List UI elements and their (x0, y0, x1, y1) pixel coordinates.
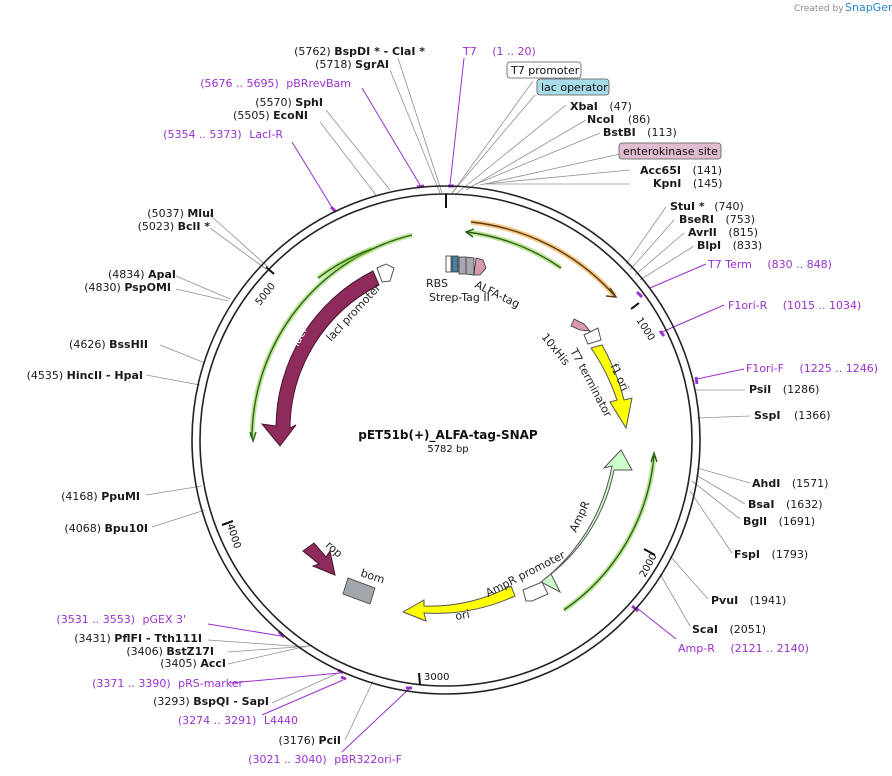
site-scai: ScaI (2051) (692, 623, 766, 636)
label-strep-tag: Strep-Tag II (429, 291, 490, 304)
site-stui: StuI * (740) (670, 200, 744, 213)
plasmid-size: 5782 bp (427, 444, 468, 455)
site-bgli: BglI (1691) (743, 515, 815, 528)
primer-l4440: (3274 .. 3291) L4440 (178, 714, 298, 727)
site-bspdi-clai: (5762) BspDI * - ClaI * (294, 45, 425, 58)
feature-rop (302, 542, 336, 576)
site-blpi: BlpI (833) (697, 239, 762, 252)
primer-laci-r: (5354 .. 5373) LacI-R (163, 128, 283, 141)
site-bseri: BseRI (753) (679, 213, 755, 226)
primer-labels: T7 (1 .. 20) (5676 .. 5695) pBRrevBam (5… (56, 45, 878, 766)
site-bstbi: BstBI (113) (603, 126, 677, 139)
backbone-ticks (221, 194, 656, 686)
site-bsai: BsaI (1632) (748, 498, 823, 511)
primer-t7-term: T7 Term (830 .. 848) (707, 258, 832, 271)
t7-promoter-label: T7 promoter (510, 64, 580, 77)
site-acc65i: Acc65I (141) (640, 164, 722, 177)
feature-ampr (540, 449, 633, 594)
primer-f1ori-r: F1ori-R (1015 .. 1034) (728, 299, 861, 312)
boxed-feature-t7-promoter: T7 promoter (506, 61, 582, 79)
site-labels-left: (5762) BspDI * - ClaI * (5718) SgrAI (55… (27, 45, 426, 747)
site-bstz17i: (3406) BstZ17I (126, 645, 214, 658)
feature-alfa-tag (458, 256, 487, 276)
site-bspqi-sapi: (3293) BspQI - SapI (153, 695, 269, 708)
site-pflfi-tth111i: (3431) PflFI - Tth111I (74, 632, 202, 645)
feature-ampr-promoter (522, 581, 549, 602)
primer-t7: T7 (1 .. 20) (462, 45, 536, 58)
site-ppumi: (4168) PpuMI (61, 490, 140, 503)
feature-f1-ori (590, 344, 633, 430)
primer-pbrrevbam: (5676 .. 5695) pBRrevBam (200, 77, 351, 90)
site-avrii: AvrII (815) (688, 226, 758, 239)
site-apai: (4834) ApaI (108, 268, 176, 281)
leader-lines (145, 57, 751, 741)
site-sspi: SspI (1366) (754, 409, 831, 422)
tick-label-2000: 2000 (638, 552, 660, 580)
brand-snapgene: SnapGene (845, 1, 892, 14)
site-fspi: FspI (1793) (734, 548, 808, 561)
tick-label-3000: 3000 (424, 672, 449, 683)
boxed-feature-lac-operator: lac operator (536, 78, 610, 96)
label-rbs: RBS (426, 277, 448, 290)
tick-label-1000: 1000 (633, 316, 656, 343)
feature-t7-terminator (583, 327, 602, 345)
site-econi: (5505) EcoNI (233, 109, 308, 122)
snapgene-branding: Created by SnapGene (794, 1, 892, 14)
site-labels-right: XbaI (47) NcoI (86) BstBI (113) Acc65I (… (570, 100, 831, 636)
primer-pgex3: (3531 .. 3553) pGEX 3' (56, 613, 186, 626)
lac-operator-label: lac operator (541, 81, 608, 94)
feature-bom (342, 577, 376, 605)
feature-halos (249, 219, 658, 613)
site-hincii-hpai: (4535) HincII - HpaI (27, 369, 143, 382)
label-his-tag: 10xHis (539, 331, 573, 369)
primer-prs-marker: (3371 .. 3390) pRS-marker (92, 677, 243, 690)
brand-created-by: Created by (794, 4, 844, 14)
site-pvui: PvuI (1941) (711, 594, 786, 607)
site-pspomi: (4830) PspOMI (84, 281, 171, 294)
feature-rbs (445, 255, 452, 273)
primer-amp-r: Amp-R (2121 .. 2140) (678, 642, 809, 655)
site-acci: (3405) AccI (160, 657, 226, 670)
plasmid-name: pET51b(+)_ALFA-tag-SNAP (358, 428, 538, 443)
tick-label-4000: 4000 (224, 523, 242, 551)
site-ahdi: AhdI (1571) (752, 477, 828, 490)
site-xbai: XbaI (47) (570, 100, 632, 113)
site-bpu10i: (4068) Bpu10I (64, 522, 148, 535)
feature-strep-tag (451, 255, 459, 273)
site-ncoi: NcoI (86) (587, 113, 650, 126)
site-psii: PsiI (1286) (749, 383, 819, 396)
site-pcii: (3176) PciI (278, 734, 341, 747)
feature-laci-promoter (376, 263, 395, 283)
primer-f1ori-f: F1ori-F (1225 .. 1246) (746, 362, 878, 375)
primer-lines (207, 57, 745, 753)
boxed-feature-enterokinase: enterokinase site (618, 142, 722, 160)
tick-label-5000: 5000 (254, 281, 278, 308)
primer-pbr322ori-f: (3021 .. 3040) pBR322ori-F (248, 753, 402, 766)
feature-ori (401, 585, 516, 622)
label-ori: ori (454, 608, 470, 623)
site-bcli: (5023) BclI * (138, 220, 211, 233)
feature-his-tag (570, 318, 591, 332)
site-sgrai: (5718) SgrAI (315, 58, 389, 71)
site-bsshii: (4626) BssHII (69, 338, 148, 351)
site-sphi: (5570) SphI (255, 96, 323, 109)
enterokinase-label: enterokinase site (623, 145, 718, 158)
feature-laci (260, 270, 380, 447)
site-kpni: KpnI (145) (653, 177, 722, 190)
site-mlui: (5037) MluI (147, 207, 214, 220)
map-title: pET51b(+)_ALFA-tag-SNAP 5782 bp (358, 428, 538, 455)
